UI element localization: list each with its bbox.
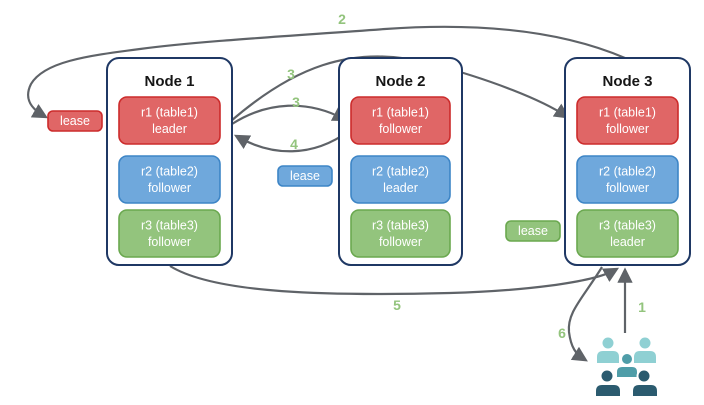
lease-badge-red: lease: [47, 110, 103, 132]
replica-name: r1 (table1): [599, 106, 656, 120]
lease-badge-label: lease: [290, 169, 320, 183]
node-3: Node 3 r1 (table1) follower r2 (table2) …: [564, 57, 691, 266]
replica-role: follower: [148, 181, 191, 195]
replica-name: r2 (table2): [372, 165, 429, 179]
arrow-step-4: [233, 130, 350, 153]
lease-badge-blue: lease: [277, 165, 333, 187]
node-2-replica-r2: r2 (table2) leader: [350, 155, 451, 204]
replica-role: follower: [379, 235, 422, 249]
person-middle: [615, 352, 639, 379]
lease-badge-box: [505, 220, 561, 242]
node-2: Node 2 r1 (table1) follower r2 (table2) …: [338, 57, 463, 266]
replica-role: follower: [606, 181, 649, 195]
node-2-title: Node 2: [375, 73, 425, 90]
node-3-replica-r2: r2 (table2) follower: [576, 155, 679, 204]
replica-box: [350, 155, 451, 204]
replica-box: [118, 209, 221, 258]
replica-role: follower: [379, 122, 422, 136]
replica-box: [118, 155, 221, 204]
arrow-step-6: [567, 266, 603, 362]
replica-box: [118, 96, 221, 145]
step-label-3a: 3: [287, 66, 295, 82]
replica-role: leader: [152, 122, 187, 136]
node-3-replica-r1: r1 (table1) follower: [576, 96, 679, 145]
lease-badge-label: lease: [60, 114, 90, 128]
step-label-5: 5: [393, 297, 401, 313]
replica-role: follower: [148, 235, 191, 249]
replica-name: r3 (table3): [599, 219, 656, 233]
step-label-2: 2: [338, 11, 346, 27]
step-label-3b: 3: [292, 94, 300, 110]
lease-badge-green: lease: [505, 220, 561, 242]
users-group-icon: [594, 335, 659, 398]
person-bottom-right: [631, 368, 659, 398]
node-1-replica-r2: r2 (table2) follower: [118, 155, 221, 204]
replica-box: [350, 96, 451, 145]
replica-box: [350, 209, 451, 258]
replica-name: r2 (table2): [141, 165, 198, 179]
arrow-step-5: [169, 265, 620, 296]
replica-name: r3 (table3): [372, 219, 429, 233]
node-1: Node 1 r1 (table1) leader r2 (table2) fo…: [106, 57, 233, 266]
node-1-replica-r1: r1 (table1) leader: [118, 96, 221, 145]
node-3-replica-r3: r3 (table3) leader: [576, 209, 679, 258]
lease-badge-box: [47, 110, 103, 132]
node-1-title: Node 1: [144, 73, 194, 90]
node-1-replica-r3: r3 (table3) follower: [118, 209, 221, 258]
replica-role: leader: [610, 235, 645, 249]
node-3-title: Node 3: [602, 73, 652, 90]
step-label-4: 4: [290, 136, 298, 152]
replica-role: follower: [606, 122, 649, 136]
arrow-step-2: [27, 25, 626, 119]
arrow-step-3-to-node2: [231, 104, 349, 125]
person-top-left: [595, 335, 621, 365]
node-2-replica-r1: r1 (table1) follower: [350, 96, 451, 145]
replica-box: [576, 209, 679, 258]
step-label-6: 6: [558, 325, 566, 341]
replica-box: [576, 96, 679, 145]
lease-badge-label: lease: [518, 224, 548, 238]
replica-name: r1 (table1): [372, 106, 429, 120]
replica-box: [576, 155, 679, 204]
replica-name: r1 (table1): [141, 106, 198, 120]
replica-name: r2 (table2): [599, 165, 656, 179]
replica-name: r3 (table3): [141, 219, 198, 233]
node-2-replica-r3: r3 (table3) follower: [350, 209, 451, 258]
replica-role: leader: [383, 181, 418, 195]
person-top-right: [632, 335, 658, 365]
person-bottom-left: [594, 368, 622, 398]
lease-badge-box: [277, 165, 333, 187]
step-label-1: 1: [638, 299, 646, 315]
